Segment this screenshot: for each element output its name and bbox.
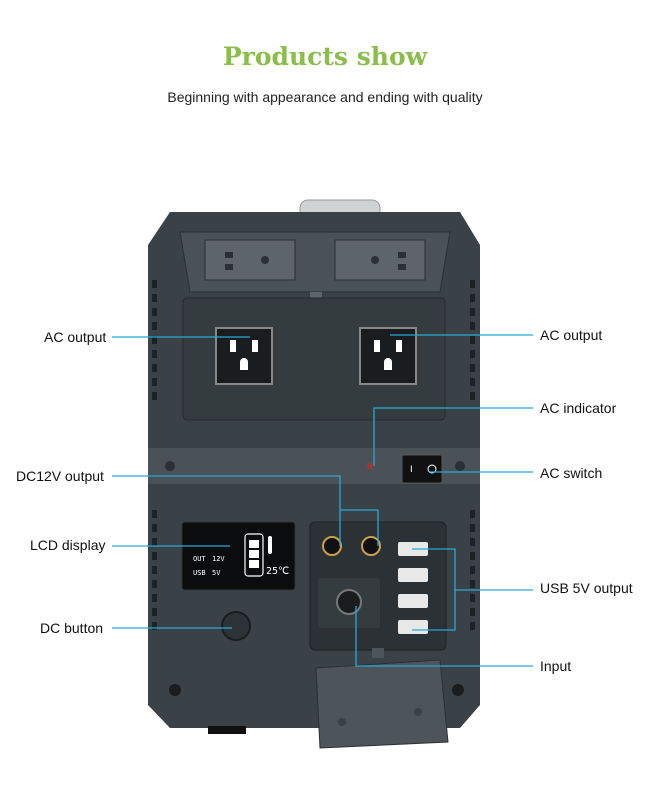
flap-socket-left — [204, 239, 296, 281]
line-dc12v — [112, 475, 341, 546]
label-lcd-display: LCD display — [30, 537, 106, 553]
label-dc-button: DC button — [40, 620, 104, 636]
ac-switch — [401, 454, 443, 484]
lcd-out-value: 12V — [212, 555, 225, 563]
page-title: Products show — [222, 42, 428, 71]
lcd-usb-label: USB — [193, 569, 206, 577]
label-input: Input — [540, 658, 572, 674]
line-ac-indicator — [373, 407, 533, 466]
side-vents-right — [470, 280, 475, 630]
flap-socket-right — [334, 239, 426, 281]
input-cover-flap — [315, 659, 449, 749]
ac-outlet-right — [359, 327, 417, 385]
dc-button — [221, 611, 251, 641]
side-vents-left — [152, 280, 157, 630]
lcd-temp: 25℃ — [266, 566, 290, 577]
page-subtitle: Beginning with appearance and ending wit… — [167, 89, 483, 105]
dc12v-port-left — [322, 536, 342, 556]
lcd-usb-value: 5V — [212, 569, 221, 577]
label-ac-indicator: AC indicator — [540, 400, 617, 416]
label-ac-switch: AC switch — [540, 465, 603, 481]
label-dc12v-output: DC12V output — [16, 468, 104, 484]
ac-indicator-light — [367, 463, 373, 469]
dc12v-port-right — [361, 536, 381, 556]
foot-left — [208, 726, 246, 734]
lcd-display — [181, 521, 296, 591]
label-ac-output-left: AC output — [44, 329, 107, 345]
input-port — [336, 589, 362, 615]
svg-text:I: I — [410, 465, 413, 475]
line-input — [355, 606, 533, 667]
label-usb-output: USB 5V output — [540, 580, 633, 596]
lcd-out-label: OUT — [193, 555, 206, 563]
label-ac-output-right: AC output — [540, 327, 603, 343]
callout-lines — [112, 334, 533, 667]
